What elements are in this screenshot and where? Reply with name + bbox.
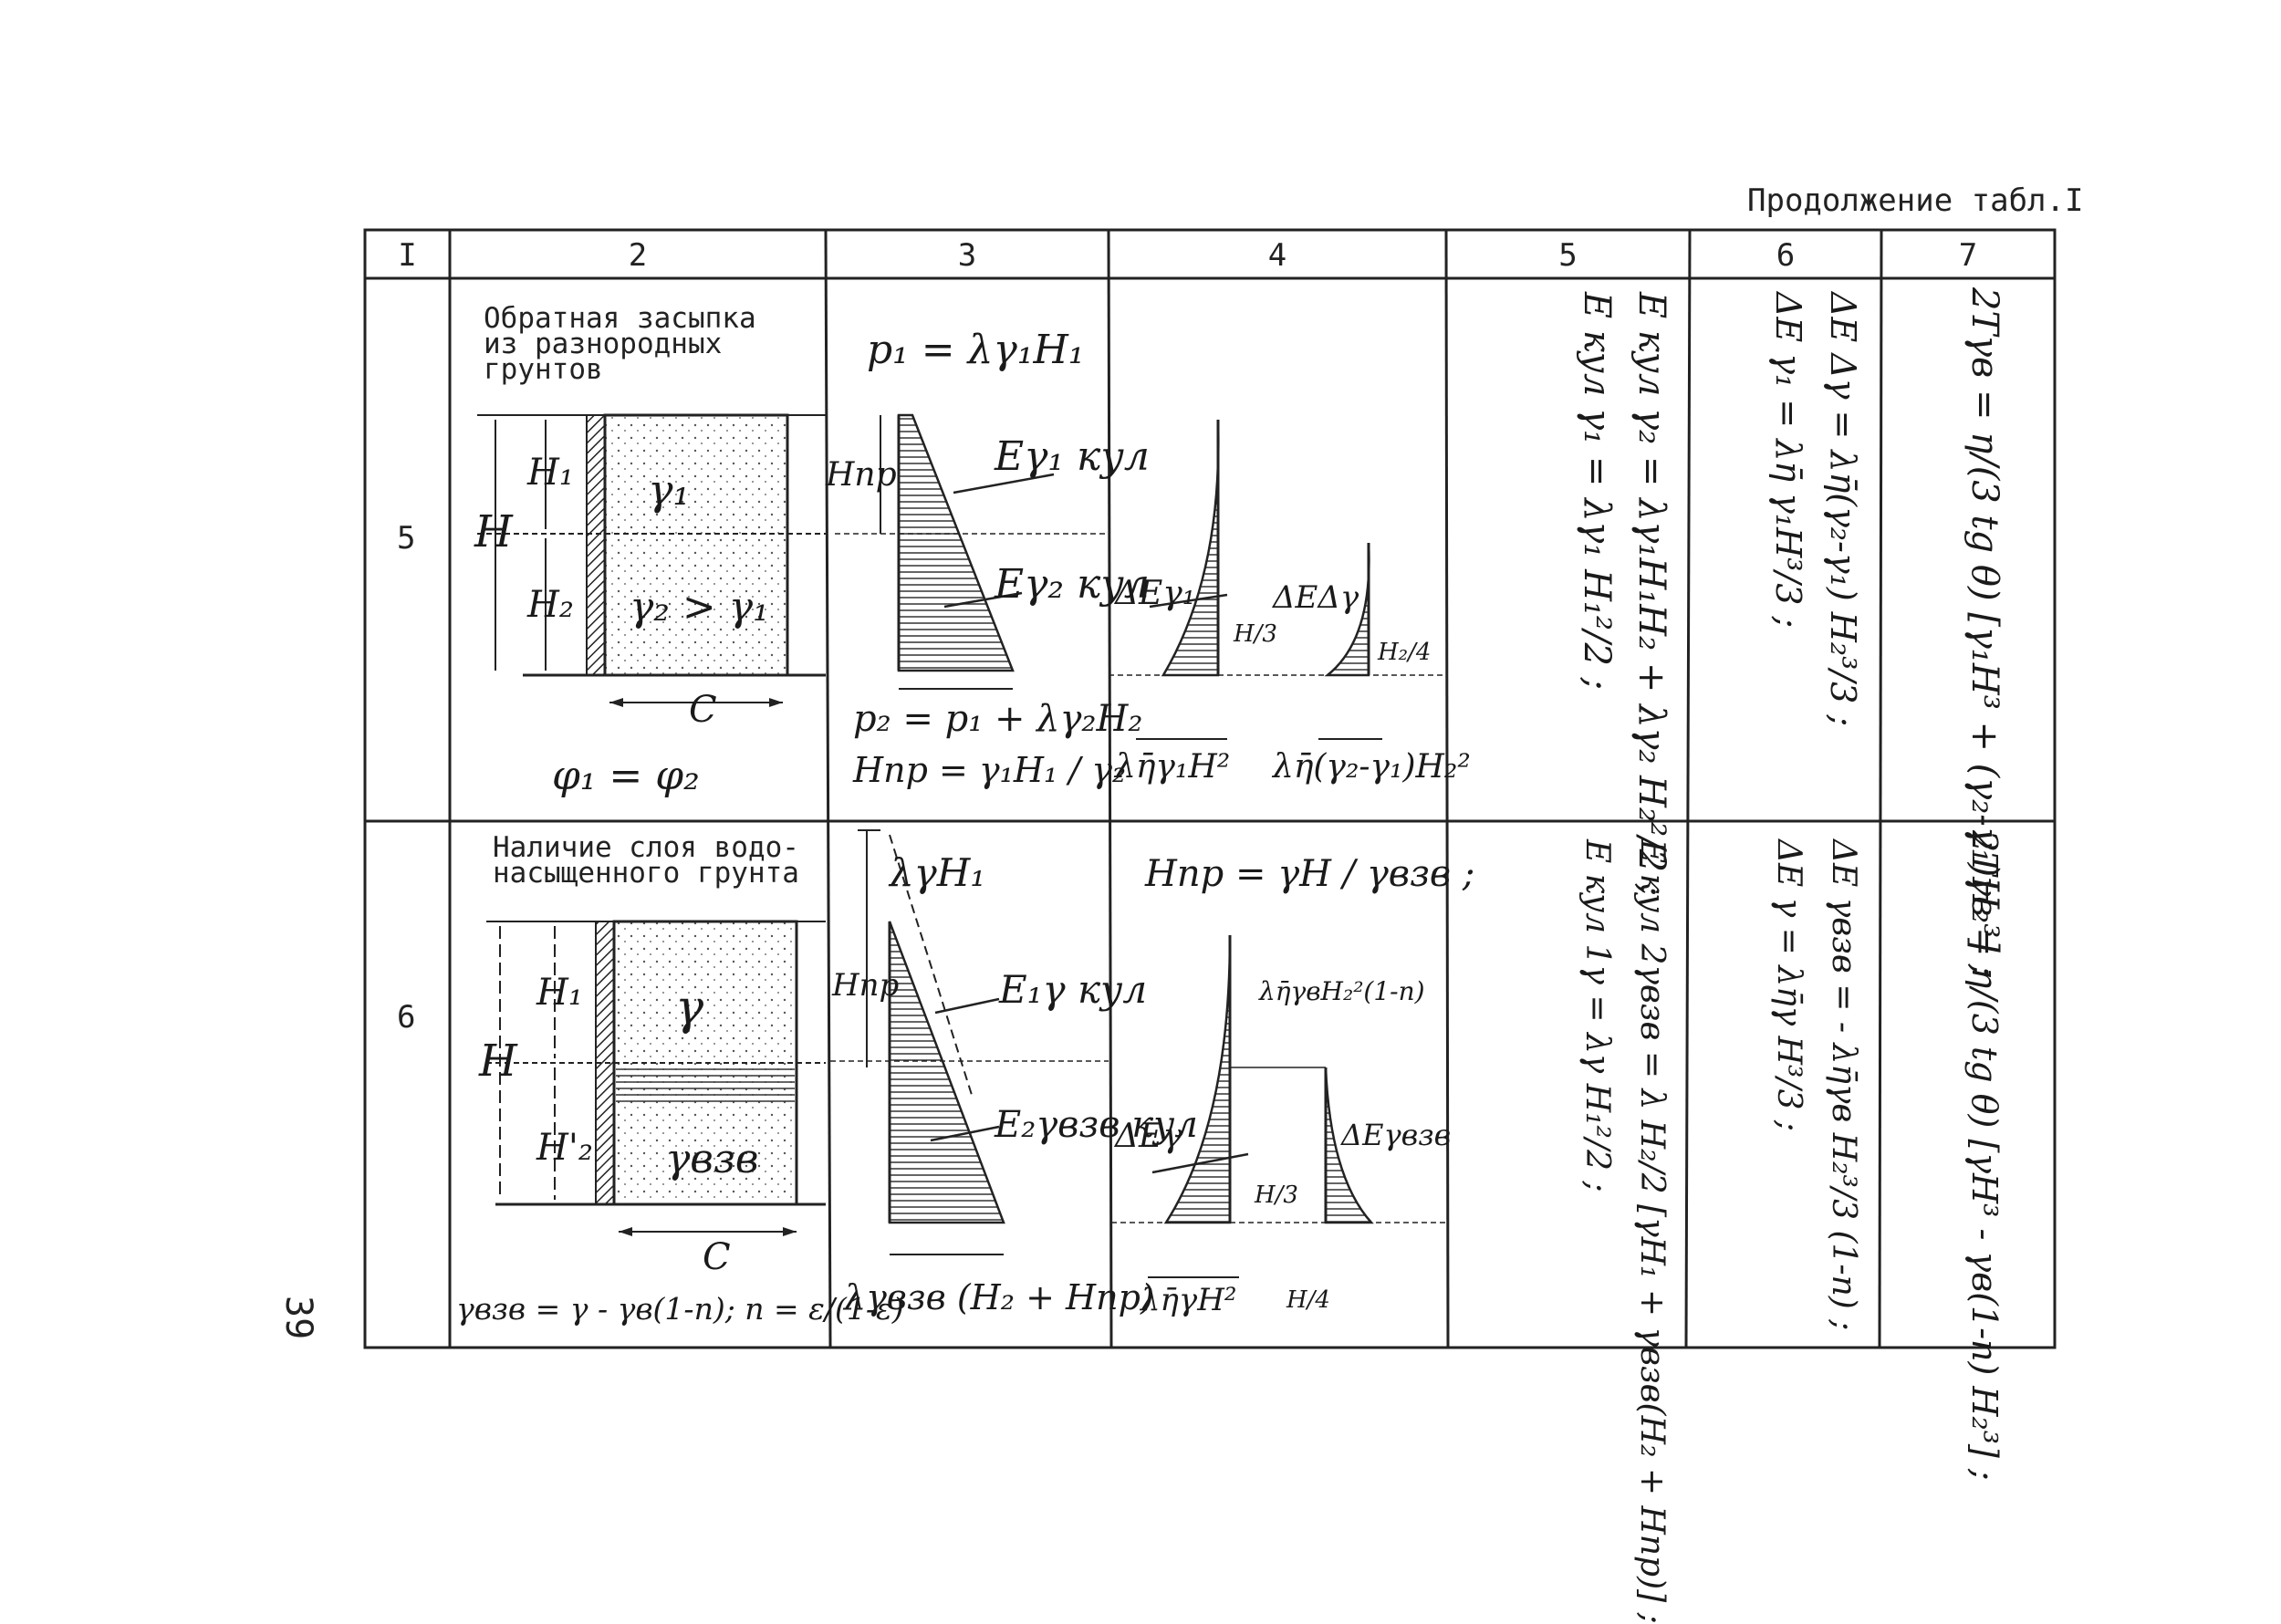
row-6-Hpr-formula: Hпр = γH / γвзв ;	[1145, 853, 1475, 895]
row-5-description: Обратная засыпка из разнородных грунтов	[484, 302, 756, 386]
row-6-bottom2: H/4	[1286, 1286, 1330, 1314]
row-6-desc-line-2: насыщенного грунта	[493, 857, 799, 890]
row-6-col3-bottom: λγвзв (H₂ + Hпр)	[844, 1277, 1154, 1317]
row-6-col6-line-2: ΔE γ = λη̄γ H³/3 ;	[1770, 839, 1807, 1132]
row-5-dE1: ΔEγ₁	[1115, 575, 1196, 612]
row-6-col5-line-2: E кул 1γ = λγ H₁²/2 ;	[1578, 839, 1616, 1192]
row-5-label-C: C	[689, 689, 717, 731]
row-6-label-H1: H₁	[536, 972, 583, 1014]
row-5-p1: p₁ = λγ₁H₁	[867, 327, 1085, 373]
row-6-E2: E₂γвзв кул	[995, 1104, 1198, 1146]
row-6-E1: E₁γ кул	[999, 967, 1148, 1012]
row-6-label-C: C	[703, 1236, 731, 1278]
row-5-col6-formulas: ΔE Δγ = λη̄(γ₂-γ₁) H₂³/3 ; ΔE γ₁ = λη̄ γ…	[1761, 292, 1870, 726]
row-6-bottom1: λη̄γH²	[1140, 1282, 1237, 1318]
header-col-7: 7	[1958, 237, 1978, 274]
row-5-label-gamma2: γ₂ > γ₁	[630, 584, 769, 630]
row-6-delta-diagram	[1111, 934, 1446, 1278]
row-5-col6-line-2: ΔE γ₁ = λη̄ γ₁H³/3 ;	[1768, 292, 1808, 629]
header-col-6: 6	[1776, 237, 1796, 274]
row-5-p2: p₂ = p₁ + λγ₂H₂	[853, 698, 1143, 740]
row-5-label-H1: H₁	[527, 452, 574, 494]
row-6-description: Наличие слоя водо- насыщенного грунта	[493, 831, 799, 890]
row-5-desc-line-1: Обратная засыпка	[484, 302, 756, 335]
header-col-4: 4	[1267, 237, 1287, 274]
row-6-dE1: ΔEγ	[1115, 1118, 1182, 1155]
row-6-gamma-formula: γвзв = γ - γв(1-n); n = ε/(1-ε)	[456, 1291, 904, 1327]
row-5-label-H: H	[474, 506, 513, 557]
continuation-label: Продолжение табл.I	[1747, 182, 2084, 219]
row-5-Hpr-formula: Hпр = γ₁H₁ / γ₂	[853, 750, 1127, 790]
row-5-bottom2: λη̄(γ₂-γ₁)H₂²	[1273, 748, 1471, 786]
row-5-desc-line-3: грунтов	[484, 353, 603, 386]
row-6-desc-line-1: Наличие слоя водо-	[493, 831, 799, 864]
row-6-col5-formulas: E кул 2γвзв = λ H₂/2 [γH₁ + γвзв(H₂ + Hп…	[1569, 839, 1679, 1624]
row-5-delta-diagram	[1109, 419, 1446, 740]
header-col-3: 3	[957, 237, 977, 274]
row-5-dE2: ΔEΔγ	[1273, 579, 1359, 616]
row-5-E1: Eγ₁ кул	[995, 433, 1150, 480]
row-5-desc-line-2: из разнородных	[484, 328, 723, 360]
row-5-E2: Eγ₂ кул	[995, 561, 1150, 608]
header-col-2: 2	[628, 237, 648, 274]
row-6-col7-formulas: 2Tγв = η/(3 tg θ) [γH³ - γв(1-n) H₂³] ;	[1957, 830, 2012, 1481]
row-5-col5-line-1: E кул γ₂ = λγ₁H₁H₂ + λγ₂ H₂²/2 ;	[1630, 292, 1672, 897]
row-6-pressure-diagram	[830, 829, 1109, 1255]
row-6-label-gamma-vzv: γвзв	[666, 1136, 759, 1182]
row-6-col3-top: λγH₁	[890, 850, 986, 895]
header-col-5: 5	[1558, 237, 1578, 274]
row-6-dE2: ΔEγвзв	[1341, 1118, 1452, 1152]
row-6-col6-formulas: ΔE γвзв = - λη̄γв H₂³/3 (1-n) ; ΔE γ = λ…	[1761, 839, 1870, 1330]
row-6-col4-right-top: λη̄γвH₂²(1-n)	[1259, 976, 1425, 1006]
row-number-5: 5	[397, 520, 416, 557]
row-5-label-H2: H₂	[527, 584, 574, 626]
row-number-6: 6	[397, 999, 416, 1036]
row-5-pressure-diagram	[835, 413, 1109, 690]
row-6-col5-line-1: E кул 2γвзв = λ H₂/2 [γH₁ + γвзв(H₂ + Hп…	[1633, 839, 1671, 1624]
row-5-col5-formulas: E кул γ₂ = λγ₁H₁H₂ + λγ₂ H₂²/2 ; E кул γ…	[1569, 292, 1679, 896]
row-5-wall-sketch	[477, 413, 826, 707]
row-5-col6-line-1: ΔE Δγ = λη̄(γ₂-γ₁) H₂³/3 ;	[1823, 292, 1863, 727]
row-5-bottom1: λη̄γ₁H²	[1115, 748, 1231, 786]
row-6-wall-sketch	[486, 920, 826, 1236]
row-6-col7-line-1: 2Tγв = η/(3 tg θ) [γH³ - γв(1-n) H₂³] ;	[1964, 830, 2005, 1481]
row-5-phi: φ₁ = φ₂	[552, 753, 700, 799]
header-col-1: I	[398, 237, 417, 274]
row-6-label-H: H	[479, 1036, 517, 1087]
row-5-label-gamma1: γ₁	[648, 465, 690, 515]
row-6-Hpr: Hпр	[832, 967, 900, 1004]
row-6-col6-line-1: ΔE γвзв = - λη̄γв H₂³/3 (1-n) ;	[1825, 839, 1862, 1331]
row-5-Hpr: Hпр	[826, 456, 897, 494]
row-5-col5-line-2: E кул γ₁ = λγ₁ H₁²/2 ;	[1576, 292, 1618, 691]
row-6-label-H2: H'₂	[536, 1127, 593, 1169]
row-6-label-gamma: γ	[675, 981, 704, 1036]
row-5-H2-4: H₂/4	[1378, 639, 1432, 666]
row-5-H3: H/3	[1234, 620, 1277, 648]
row-6-H3: H/3	[1255, 1182, 1298, 1209]
